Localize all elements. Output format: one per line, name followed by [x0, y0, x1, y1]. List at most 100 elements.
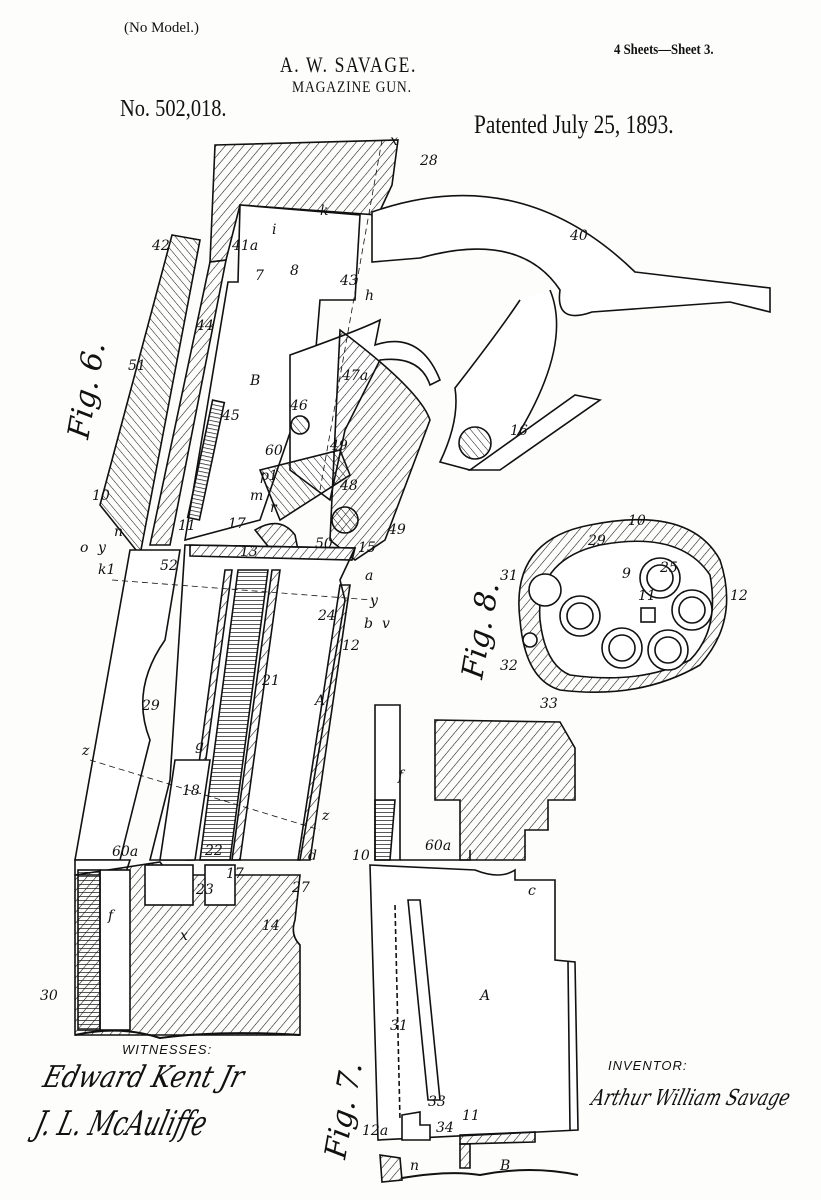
ref-label: 60a [112, 844, 138, 860]
ref-label: 10 [92, 488, 110, 504]
receiver-side-wall-hatched [434, 719, 576, 861]
figure-8-reference-labels: 10 29 31 9 11 25 12 32 33 [500, 513, 748, 712]
ref-label: 43 [339, 273, 358, 289]
ref-label: 25 [659, 560, 678, 576]
ref-label: z [81, 743, 90, 759]
ref-label: 42 [151, 238, 170, 254]
ref-label: A [313, 693, 325, 709]
ref-label: n [410, 1158, 419, 1174]
ref-label: 9 [622, 566, 631, 582]
ref-label: 60a [425, 838, 451, 854]
ref-label: 10 [628, 513, 646, 529]
ref-label: 52 [160, 558, 178, 574]
ref-label: r [270, 500, 278, 516]
ref-label: 17 [228, 516, 246, 532]
ref-label: 11 [638, 588, 656, 604]
ref-label: 31 [500, 568, 518, 584]
ref-label: 45 [221, 408, 240, 424]
ref-label: 28 [419, 153, 438, 169]
ref-label: 33 [540, 696, 558, 712]
cartridges [528, 557, 713, 671]
ref-label: f [397, 768, 406, 784]
ref-label: 31 [390, 1018, 408, 1034]
patent-title: MAGAZINE GUN. [292, 79, 412, 96]
witness-signature-2: J. L. McAuliffe [30, 1104, 212, 1144]
ref-label: 48 [339, 478, 358, 494]
figure-7-label: Fig. 7. [318, 1059, 370, 1162]
ref-label: y [97, 540, 107, 556]
ref-label: 7 [255, 268, 264, 284]
ref-label: 12 [342, 638, 360, 654]
figure-7-drawing [369, 704, 579, 1183]
follower-31 [407, 899, 441, 1101]
ref-label: i [272, 222, 276, 238]
witnesses-label: WITNESSES: [122, 1042, 213, 1057]
ref-label: 49 [329, 438, 348, 454]
receiver-left-wall [149, 259, 227, 546]
ref-label: z [321, 808, 330, 824]
figure-7-reference-labels: f 60a 10 c A 31 33 34 11 12a n B [352, 768, 536, 1174]
ref-label: 51 [128, 358, 146, 374]
ref-label: y [369, 593, 379, 609]
ref-label: b [364, 616, 373, 632]
patent-date: Patented July 25, 1893. [474, 110, 674, 139]
ref-label: 29 [587, 533, 606, 549]
inventor-label: INVENTOR: [608, 1058, 688, 1073]
ref-label: 49 [387, 522, 406, 538]
ref-label: A [478, 988, 490, 1004]
receiver-bottom-section [74, 861, 301, 1036]
patent-author: A. W. SAVAGE. [280, 52, 418, 77]
ref-label: c [528, 883, 536, 899]
ref-label: 33 [428, 1094, 446, 1110]
ref-label: m [250, 488, 263, 504]
inventor-signature: Arthur William Savage [588, 1086, 793, 1111]
ref-label: 16 [510, 423, 528, 439]
ref-label: 24 [317, 608, 336, 624]
ref-label: 60 [265, 443, 283, 459]
ref-label: g [195, 738, 204, 754]
ref-label: 27 [291, 880, 310, 896]
ref-label: 11 [178, 518, 196, 534]
ref-label: 34 [436, 1120, 454, 1136]
ref-label: 12a [362, 1123, 388, 1139]
ref-label: B [249, 373, 260, 389]
ref-label: 13 [240, 544, 258, 560]
ref-label: 11 [462, 1108, 480, 1124]
ref-label: 50 [315, 536, 333, 552]
figure-6-reference-labels: 28 40 41a i k 8 7 43 h 42 44 B 45 51 60 … [40, 133, 588, 1004]
ref-label: 17 [226, 866, 244, 882]
ref-label: n [114, 524, 123, 540]
ref-label: 21 [261, 673, 280, 689]
ref-label: o [80, 540, 88, 556]
ref-label: v [382, 616, 390, 632]
ref-label: 14 [262, 918, 280, 934]
ref-label: f [107, 908, 116, 924]
ref-label: d [308, 848, 317, 864]
ref-label: k1 [98, 562, 115, 578]
figure-8-drawing [518, 518, 728, 694]
breech-block [184, 204, 361, 542]
ref-label: 15 [358, 540, 376, 556]
figure-6-drawing [74, 139, 771, 1040]
ref-label: 23 [195, 882, 214, 898]
bottom-plate-hatched [459, 1131, 536, 1145]
ref-label: 40 [569, 228, 588, 244]
ref-label: 41a [231, 238, 258, 254]
ref-label: 30 [40, 988, 58, 1004]
ref-label: a [365, 568, 373, 584]
ref-label: 10 [352, 848, 370, 864]
ref-label: 46 [289, 398, 308, 414]
ref-label: B [499, 1158, 510, 1174]
magazine-spring [199, 569, 269, 861]
figure-6-label: Fig. 6. [61, 339, 113, 442]
ref-label: 22 [204, 843, 223, 859]
ref-label: 8 [290, 263, 299, 279]
no-model-note: (No Model.) [124, 20, 199, 36]
ref-label: p1 [260, 468, 278, 484]
ref-label: 32 [500, 658, 518, 674]
ref-label: 47a [341, 368, 368, 384]
ref-label: k [320, 203, 328, 219]
ref-label: 29 [141, 698, 160, 714]
